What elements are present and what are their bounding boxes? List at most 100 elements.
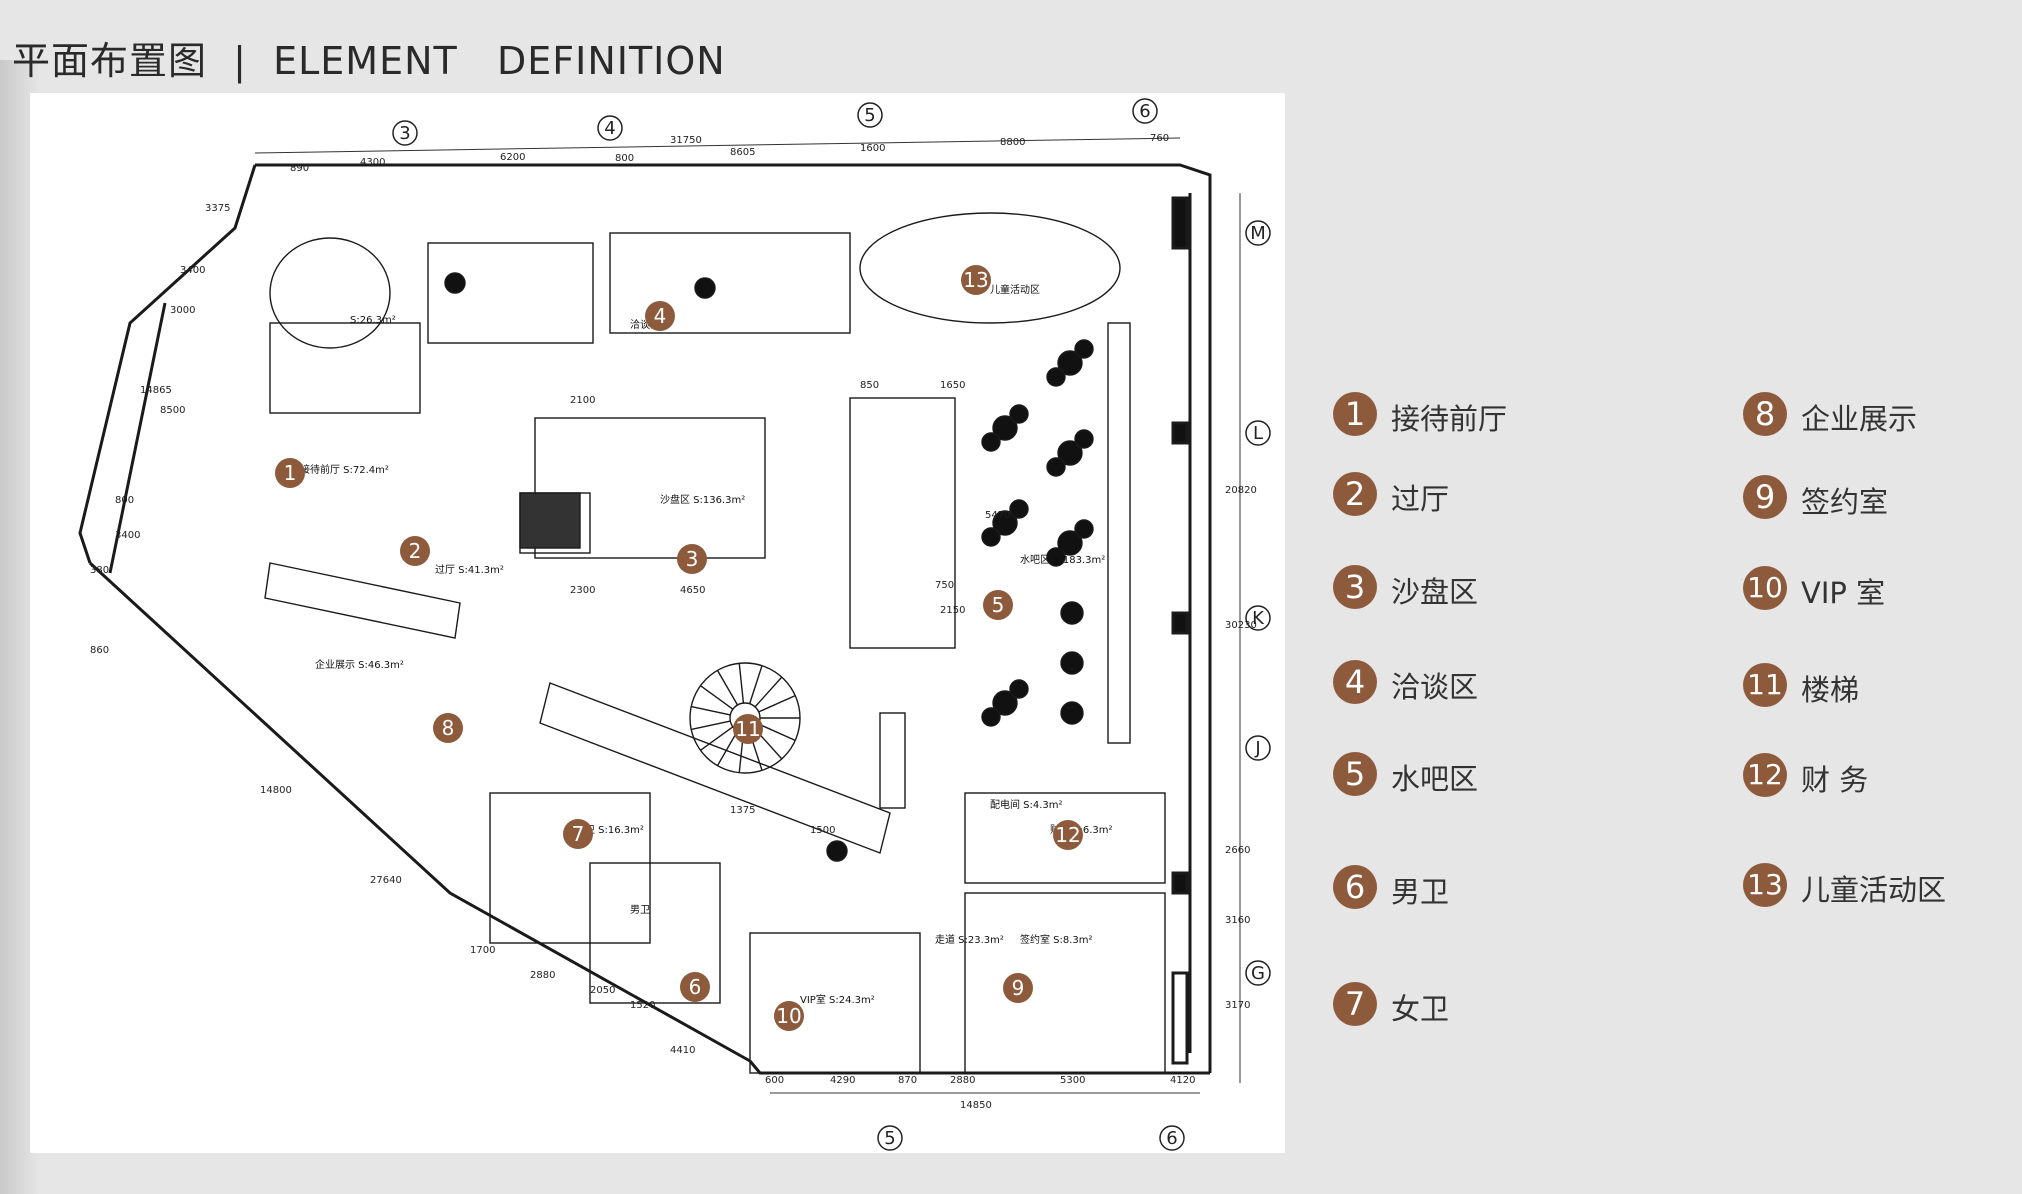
dimension-text: 380 (90, 565, 109, 576)
dimension-text: 5470 (985, 510, 1010, 521)
legend-number-badge: 6 (1333, 865, 1377, 909)
sand-table-model (519, 492, 581, 549)
grid-label: 5 (884, 1128, 895, 1149)
legend-label: 洽谈区 (1391, 670, 1479, 704)
grid-bubble (1132, 98, 1158, 124)
dimension-text: 4120 (1170, 1075, 1195, 1086)
partition-11 (589, 862, 721, 1004)
table-set (1057, 530, 1083, 556)
legend-label: 过厅 (1391, 482, 1450, 516)
dimension-text: 14800 (260, 785, 292, 796)
stair-tread (758, 723, 796, 742)
wall-column (1171, 611, 1189, 635)
partition-10 (489, 792, 651, 944)
stair-tread (748, 665, 763, 704)
legend-label: 企业展示 (1801, 402, 1918, 436)
dimension-text: 3400 (180, 265, 205, 276)
stair-tread (754, 676, 783, 708)
room-label: 沙盘区 S:136.3m² (660, 493, 745, 506)
table-set (992, 415, 1018, 441)
partition-12 (879, 712, 906, 809)
plan-marker-number: 3 (686, 547, 699, 571)
plan-marker-2 (400, 536, 430, 566)
dimension-text: 27640 (370, 875, 402, 886)
plan-marker-9 (1003, 973, 1033, 1003)
chair (1046, 457, 1066, 477)
table-set (992, 510, 1018, 536)
display-counter (264, 562, 461, 639)
wall-segment-2 (748, 1060, 1210, 1075)
partition-7 (964, 892, 1166, 1074)
legend-number-badge: 9 (1743, 475, 1787, 519)
chair (981, 432, 1001, 452)
grid-bubble (1245, 735, 1271, 761)
dimension-text: 5300 (1060, 1075, 1085, 1086)
stair-tread (716, 730, 739, 766)
stair-tread (758, 694, 796, 713)
chair (1009, 499, 1029, 519)
plan-marker-10 (774, 1001, 804, 1031)
chair (1046, 367, 1066, 387)
dimension-text: 2100 (570, 395, 595, 406)
dimension-text: 8500 (160, 405, 185, 416)
grid-label: K (1252, 608, 1265, 629)
plant (694, 277, 716, 299)
plan-marker-number: 10 (776, 1004, 801, 1028)
legend-label: 儿童活动区 (1801, 873, 1947, 907)
plan-marker-number: 13 (963, 268, 988, 292)
grid-label: J (1254, 738, 1260, 759)
plan-marker-number: 1 (284, 461, 297, 485)
legend-number-badge: 3 (1333, 565, 1377, 609)
dimension-text: 3375 (205, 203, 230, 214)
grid-label: G (1251, 963, 1265, 984)
dimension-text: 750 (935, 580, 954, 591)
partition-6 (964, 792, 1166, 884)
stair-tread (700, 685, 734, 710)
dimension-text: 2150 (940, 605, 965, 616)
dimension-text: 3400 (115, 530, 140, 541)
dimension-text: 3160 (1225, 915, 1250, 926)
dimension-text: 850 (860, 380, 879, 391)
corridor-counter (539, 682, 891, 854)
dimension-text: 800 (615, 153, 634, 164)
dimension-text: 1520 (630, 1000, 655, 1011)
legend-number-badge: 2 (1333, 472, 1377, 516)
dimension-text: 1375 (730, 805, 755, 816)
legend-label: 财 务 (1801, 763, 1869, 797)
room-label: 过厅 S:41.3m² (435, 563, 504, 576)
legend-number-badge: 7 (1333, 982, 1377, 1026)
partition-8 (749, 932, 921, 1074)
dimension-text: 800 (115, 495, 134, 506)
legend-number-badge: 5 (1333, 752, 1377, 796)
bar-stool (1060, 701, 1084, 725)
dimension-text: 2880 (530, 970, 555, 981)
dimension-text: 2050 (590, 985, 615, 996)
legend-number-badge: 13 (1743, 863, 1787, 907)
grid-label: 6 (1139, 101, 1150, 122)
dimension-text: 870 (898, 1075, 917, 1086)
room-label: 儿童活动区 (990, 283, 1040, 296)
room-label: 签约室 S:8.3m² (1020, 933, 1093, 946)
dimension-text: 8605 (730, 147, 755, 158)
legend-label: 沙盘区 (1391, 575, 1479, 609)
dimension-text: 4290 (830, 1075, 855, 1086)
chair (1009, 679, 1029, 699)
room-label: 配电间 S:4.3m² (990, 798, 1063, 811)
chair (981, 707, 1001, 727)
chair (1074, 519, 1094, 539)
legend-label: 水吧区 (1391, 762, 1479, 796)
plant (826, 840, 848, 862)
wall-segment-4 (78, 164, 257, 564)
dimension-text: 2880 (950, 1075, 975, 1086)
grid-bubble (1245, 220, 1271, 246)
plan-marker-4 (645, 301, 675, 331)
plan-marker-number: 5 (992, 593, 1005, 617)
legend-number-badge: 8 (1743, 392, 1787, 436)
plan-marker-number: 9 (1012, 976, 1025, 1000)
grid-label: M (1250, 223, 1266, 244)
room-label: 走道 S:23.3m² (935, 933, 1004, 946)
partition-2 (609, 232, 851, 334)
dimension-text: 8800 (1000, 137, 1025, 148)
kids-area-outline (859, 212, 1121, 324)
